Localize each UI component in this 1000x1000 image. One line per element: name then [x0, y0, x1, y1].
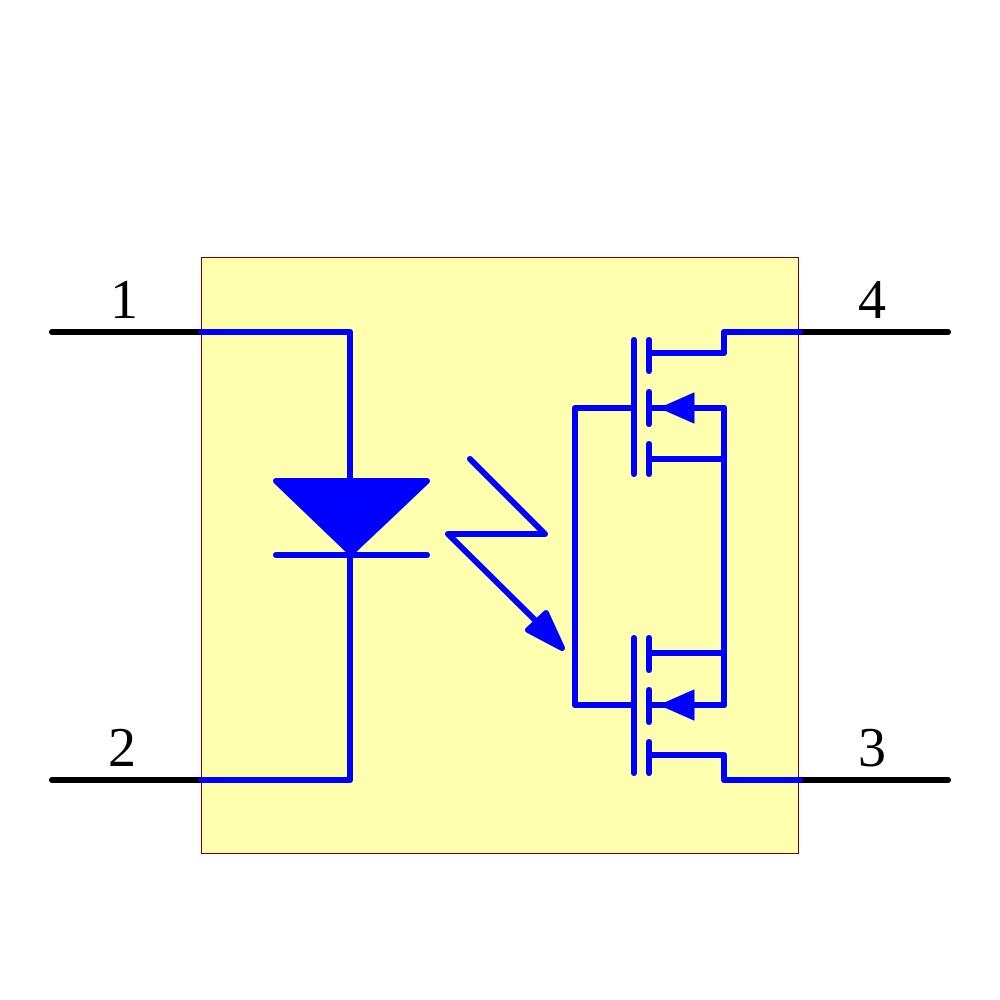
pin-2-label: 2: [108, 717, 136, 779]
mosfet-top: [631, 329, 803, 477]
light-emission-arrow: [445, 456, 548, 628]
light-arrow-head-icon: [525, 610, 565, 651]
pin-4-label: 4: [858, 269, 886, 331]
led-diode-icon: [273, 478, 430, 556]
led-anode-wire: [198, 329, 353, 483]
led-cathode-wire: [198, 552, 353, 783]
pin-3-label: 3: [858, 717, 886, 779]
mosfet-bottom: [631, 635, 803, 783]
gate-wire: [572, 405, 637, 708]
arrow-icon: [659, 392, 695, 424]
pin-1-label: 1: [110, 269, 138, 331]
arrow-icon: [659, 689, 695, 721]
